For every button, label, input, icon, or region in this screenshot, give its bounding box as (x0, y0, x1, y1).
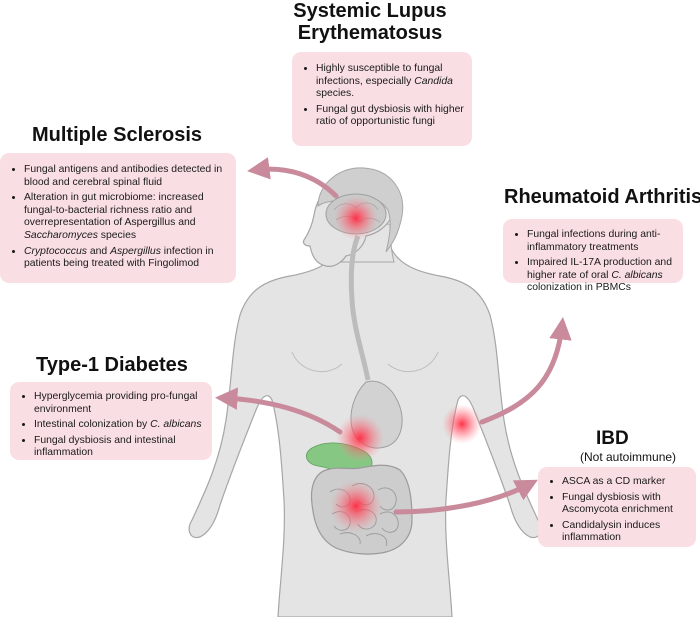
text: species. (316, 88, 355, 100)
sle-title-line2: Erythematosus (297, 22, 443, 44)
italic-text: Cryptococcus (24, 245, 87, 257)
list-item: Alteration in gut microbiome: increased … (24, 191, 228, 242)
list-item: ASCA as a CD marker (562, 475, 688, 489)
ra-box: Fungal infections during anti-inflammato… (503, 219, 683, 293)
list-item: Fungal gut dysbiosis with higher ratio o… (316, 103, 464, 129)
arrow-to-ibd (393, 479, 538, 515)
arrow-to-type-1-diabetes (215, 387, 343, 435)
list-item: Hyperglycemia providing pro-fungal envir… (34, 390, 204, 416)
list-item: Fungal antigens and antibodies detected … (24, 163, 228, 189)
stomach-hotspot (336, 414, 384, 462)
italic-text: Aspergillus (110, 245, 161, 257)
ra-title: Rheumatoid Arthritis (504, 186, 700, 208)
list-item: Candidalysin induces inflammation (562, 519, 688, 545)
ibd-list: ASCA as a CD markerFungal dysbiosis with… (546, 475, 688, 545)
ibd-subtitle: (Not autoimmune) (580, 450, 677, 464)
joint-hotspot (442, 404, 482, 444)
sle-title: Systemic Lupus Erythematosus (0, 0, 700, 44)
ibd-box: ASCA as a CD markerFungal dysbiosis with… (538, 467, 696, 547)
gut-hotspot (330, 480, 382, 532)
text: Alteration in gut microbiome: increased … (24, 192, 204, 229)
list-item: Cryptococcus and Aspergillus infection i… (24, 245, 228, 271)
sle-box: Highly susceptible to fungal infections,… (292, 52, 472, 146)
text: and (86, 245, 111, 257)
brain-hotspot (334, 196, 378, 240)
text: Fungal dysbiosis with Ascomycota enrichm… (562, 491, 673, 516)
text: Fungal gut dysbiosis with higher ratio o… (316, 103, 464, 128)
ms-title: Multiple Sclerosis (32, 124, 203, 146)
t1d-title: Type-1 Diabetes (36, 354, 188, 376)
ibd-title: IBD (596, 428, 629, 449)
italic-text: Candida (414, 75, 453, 87)
list-item: Fungal infections during anti-inflammato… (527, 228, 675, 254)
arrow-to-multiple-sclerosis (247, 157, 339, 199)
text: Highly susceptible to fungal infections,… (316, 63, 443, 87)
list-item: Impaired IL-17A production and higher ra… (527, 256, 675, 295)
text: species (97, 229, 137, 241)
list-item: Highly susceptible to fungal infections,… (316, 62, 464, 101)
ra-list: Fungal infections during anti-inflammato… (511, 228, 675, 295)
text: Intestinal colonization by (34, 419, 151, 431)
italic-text: Saccharomyces (24, 229, 98, 241)
text: Fungal dysbiosis and intestinal inflamma… (34, 434, 176, 459)
italic-text: C. albicans (150, 419, 202, 431)
text: colonization in PBMCs (527, 282, 631, 294)
sle-list: Highly susceptible to fungal infections,… (300, 62, 464, 129)
t1d-list: Hyperglycemia providing pro-fungal envir… (18, 390, 204, 460)
text: Impaired IL-17A production and higher ra… (527, 257, 672, 281)
t1d-box: Hyperglycemia providing pro-fungal envir… (10, 382, 212, 460)
text: ASCA as a CD marker (562, 476, 666, 487)
text: Hyperglycemia providing pro-fungal envir… (34, 391, 198, 415)
ms-box: Fungal antigens and antibodies detected … (0, 153, 236, 283)
arrow-to-rheumatoid-arthritis (479, 317, 572, 425)
italic-text: C. albicans (611, 269, 663, 281)
list-item: Intestinal colonization by C. albicans (34, 418, 204, 432)
ms-list: Fungal antigens and antibodies detected … (8, 163, 228, 271)
text: infection in patients being treated with… (24, 245, 214, 270)
list-item: Fungal dysbiosis and intestinal inflamma… (34, 434, 204, 460)
text: Fungal antigens and antibodies detected … (24, 164, 223, 188)
text: Candidalysin induces inflammation (562, 519, 661, 544)
text: Fungal infections during anti-inflammato… (527, 229, 661, 253)
list-item: Fungal dysbiosis with Ascomycota enrichm… (562, 491, 688, 517)
sle-title-line1: Systemic Lupus (293, 0, 447, 22)
